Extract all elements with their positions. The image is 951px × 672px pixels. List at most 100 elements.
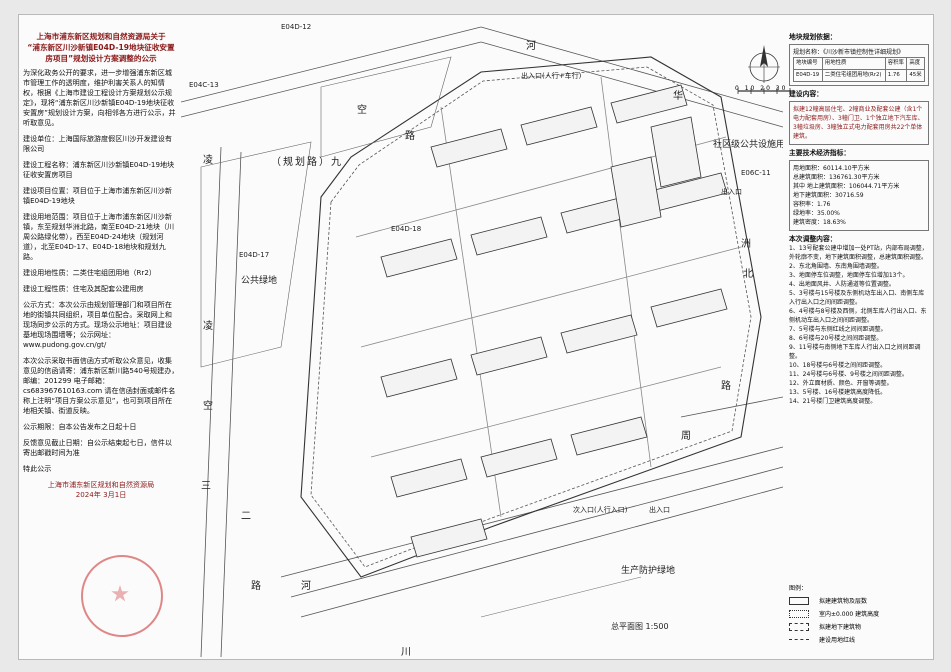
notice-land-nature: 建设用地性质：二类住宅组团用地（Rr2） bbox=[23, 268, 156, 277]
notice-location: 建设项目位置：项目位于上海市浦东新区川沙新镇E04D-19地块 bbox=[23, 186, 172, 205]
table-cell: 1.76 bbox=[884, 69, 908, 82]
road-ling-label-2: 凌 bbox=[203, 321, 215, 332]
scale-bar-ticks: 0 10 20 30 bbox=[735, 85, 788, 92]
parcel-e04d18-label: E04D-18 bbox=[391, 225, 422, 233]
change-item: 13、5号楼、16号楼建筑高度降低。 bbox=[789, 389, 887, 396]
basis-name: 《川沙新市镇控制性详细规划》 bbox=[823, 49, 905, 56]
build-box: 拟建12幢高层住宅、2幢商业及配套公建（含1个电力配套用房）、3幢门卫、1个独立… bbox=[789, 101, 929, 145]
tech-title: 主要技术经济指标： bbox=[789, 149, 851, 157]
parcel-e04d17-label: E04D-17 bbox=[239, 251, 270, 259]
notice-title-line: 上海市浦东新区规划和自然资源局关于 bbox=[36, 32, 166, 41]
notice-construction-nature: 建设工程性质：住宅及其配套公建用房 bbox=[23, 284, 144, 293]
road-er-label: 二 bbox=[241, 511, 253, 522]
change-item: 6、4号楼与8号楼及西侧，北侧车库人行出入口、东侧机动车出入口之间间距调整。 bbox=[789, 308, 927, 324]
road-kong-label: 空 bbox=[203, 401, 215, 412]
notice-column: 上海市浦东新区规划和自然资源局关于 “浦东新区川沙新镇E04D-19地块征收安置… bbox=[23, 31, 179, 653]
legend-label: 拟建建筑物及层数 bbox=[819, 598, 868, 605]
notice-feedback: 本次公示采取书面信函方式听取公众意见，收集意见的信函请寄：浦东新区新川路540号… bbox=[23, 356, 179, 415]
notice-title: 上海市浦东新区规划和自然资源局关于 “浦东新区川沙新镇E04D-19地块征收安置… bbox=[23, 31, 179, 64]
plan-scale-title: 总平面图 1:500 bbox=[611, 622, 669, 631]
legend-item: 拟建建筑物及层数 bbox=[789, 594, 929, 607]
notice-period: 公示期限：自本公告发布之日起十日 bbox=[23, 422, 137, 431]
south-entrance-label: 次入口(人行入口) bbox=[573, 506, 628, 514]
table-header-cell: 容积率 bbox=[884, 57, 908, 70]
road-san-label: 三 bbox=[201, 481, 213, 492]
notice-intro: 为深化政务公开的要求，进一步增强浦东新区城市管理工作的透明度，维护利害关系人的知… bbox=[23, 68, 176, 127]
notice-date: 2024年 3月1日 bbox=[75, 490, 127, 499]
change-item: 2、东北角围墙、东南角围墙调整。 bbox=[789, 263, 883, 270]
notice-special: 特此公示 bbox=[23, 464, 52, 473]
info-column: 地块规划依据： 规划名称：《川沙新市镇控制性详细规划》 地块编号 用地性质 容积… bbox=[789, 29, 929, 649]
notice-land-range: 建设用地范围：项目位于上海市浦东新区川沙新镇，东至规划华洲北路，南至E04D-2… bbox=[23, 212, 175, 261]
tech-item: 其中 地上建筑面积：106044.71平方米 bbox=[793, 183, 900, 190]
site-plan: E04D-12 E04C-13 E04D-18 E04D-17 E06C-11 … bbox=[181, 17, 783, 657]
road-lu-label: 路 bbox=[251, 581, 263, 592]
tech-item: 绿地率：35.00% bbox=[793, 210, 840, 217]
plan-sheet: 上海市浦东新区规划和自然资源局关于 “浦东新区川沙新镇E04D-19地块征收安置… bbox=[18, 14, 934, 660]
legend-label: 室内±0.000 建筑高度 bbox=[819, 611, 880, 618]
change-item: 8、6号楼与20号楼之间间距调整。 bbox=[789, 335, 883, 342]
south-entrance-2-label: 出入口 bbox=[649, 506, 670, 514]
notice-publicity-method: 公示方式：本次公示由规划管理部门和项目所在地的街镇共同组织，项目单位配合。采取网… bbox=[23, 300, 172, 349]
notice-deadline: 反馈意见截止日期：自公示结束起七日，信件以寄出邮戳时间为准 bbox=[23, 438, 172, 457]
tech-item: 建筑密度：18.63% bbox=[793, 219, 846, 226]
road-lu-east-label: 路 bbox=[721, 381, 733, 392]
tech-item: 总建筑面积：136761.30平方米 bbox=[793, 174, 880, 181]
road-jiu-label: （规划路）九 bbox=[271, 157, 343, 168]
parcel-e06c11-label: E06C-11 bbox=[741, 169, 771, 177]
notice-title-line: “浦东新区川沙新镇E04D-19地块征收安置 bbox=[27, 43, 175, 52]
table-header-row: 地块编号 用地性质 容积率 高度 bbox=[793, 57, 925, 70]
change-item: 10、18号楼与6号楼之间间距调整。 bbox=[789, 362, 887, 369]
notice-title-line: 房项目”规划设计方案调整的公示 bbox=[45, 54, 157, 63]
production-green-label: 生产防护绿地 bbox=[621, 566, 676, 576]
road-hua-label: 华 bbox=[673, 91, 685, 102]
tech-item: 地下建筑面积：30716.59 bbox=[793, 192, 864, 199]
redline-swatch-icon bbox=[789, 639, 809, 640]
north-entrance-label: 出入口(人行+车行) bbox=[521, 72, 582, 80]
underground-swatch-icon bbox=[789, 622, 809, 631]
community-facility-label: 社区级公共设施用地 bbox=[713, 140, 783, 150]
north-arrow-icon bbox=[737, 45, 791, 94]
road-kong-label-2: 空 bbox=[357, 105, 369, 116]
change-item: 7、5号楼与东侧红线之间间距调整。 bbox=[789, 326, 887, 333]
legend-title: 图例： bbox=[789, 585, 808, 592]
table-cell: E04D-19 bbox=[793, 69, 823, 82]
table-cell: 二类住宅组团用地(Rr2) bbox=[821, 69, 886, 82]
tech-item: 用地面积：60114.10平方米 bbox=[793, 165, 870, 172]
east-entrance-label: 出入口 bbox=[721, 188, 742, 196]
change-item: 9、11号楼与南侧地下车库人行出入口之间间距调整。 bbox=[789, 344, 921, 360]
river-he-label-2: 河 bbox=[301, 581, 313, 592]
changes-title: 本次调整内容： bbox=[789, 235, 837, 243]
change-item: 11、24号楼与6号楼、9号楼之间间距调整。 bbox=[789, 371, 908, 378]
legend-label: 拟建地下建筑物 bbox=[819, 624, 862, 631]
legend-item: 建设用地红线 bbox=[789, 633, 929, 646]
basis-box: 规划名称：《川沙新市镇控制性详细规划》 地块编号 用地性质 容积率 高度 E04… bbox=[789, 44, 929, 86]
change-item: 1、13号配套公建中增加一处PT站，内部布局调整，外轮廓不变，地下建筑面积调整，… bbox=[789, 245, 928, 261]
parcel-table: 地块编号 用地性质 容积率 高度 E04D-19 二类住宅组团用地(Rr2) 1… bbox=[793, 57, 925, 82]
road-jiu-lu-label: 路 bbox=[405, 131, 417, 142]
table-header-cell: 高度 bbox=[906, 57, 925, 70]
table-header-cell: 用地性质 bbox=[821, 57, 886, 70]
legend-item: 拟建地下建筑物 bbox=[789, 620, 929, 633]
notice-signer: 上海市浦东新区规划和自然资源局 bbox=[47, 480, 155, 489]
notice-project-name: 建设工程名称：浦东新区川沙新镇E04D-19地块征收安置房项目 bbox=[23, 160, 175, 179]
road-bei-label: 北 bbox=[743, 269, 755, 280]
change-item: 3、地面停车位调整，地面停车位增加13个。 bbox=[789, 272, 909, 279]
tech-box: 用地面积：60114.10平方米 总建筑面积：136761.30平方米 其中 地… bbox=[789, 160, 929, 231]
basis-name-label: 规划名称： bbox=[793, 49, 824, 56]
table-header-cell: 地块编号 bbox=[793, 57, 823, 70]
tech-item: 容积率：1.76 bbox=[793, 201, 831, 208]
legend: 图例： 拟建建筑物及层数 室内±0.000 建筑高度 拟建地下建筑物 建设用地红… bbox=[789, 583, 929, 646]
road-zhou-label: 洲 bbox=[741, 239, 753, 250]
river-chuan-label: 川 bbox=[401, 647, 413, 657]
change-item: 4、出地面风井、人防通道等位置调整。 bbox=[789, 281, 895, 288]
parcel-e04d12-label: E04D-12 bbox=[281, 23, 312, 31]
build-title: 建设内容： bbox=[789, 90, 823, 98]
building-swatch-icon bbox=[789, 596, 809, 605]
parcel-e04c13-label: E04C-13 bbox=[189, 81, 219, 89]
change-item: 5、3号楼与15号楼及东侧机动车出入口、南侧车库入行出入口之间间距调整。 bbox=[789, 290, 925, 306]
basis-title: 地块规划依据： bbox=[789, 33, 837, 41]
change-item: 12、外立面材质、颜色、开窗等调整。 bbox=[789, 380, 893, 387]
notice-builder: 建设单位：上海国际旅游度假区川沙开发建设有限公司 bbox=[23, 134, 172, 153]
build-text: 拟建12幢高层住宅、2幢商业及配套公建（含1个电力配套用房）、3幢门卫、1个独立… bbox=[793, 106, 924, 140]
